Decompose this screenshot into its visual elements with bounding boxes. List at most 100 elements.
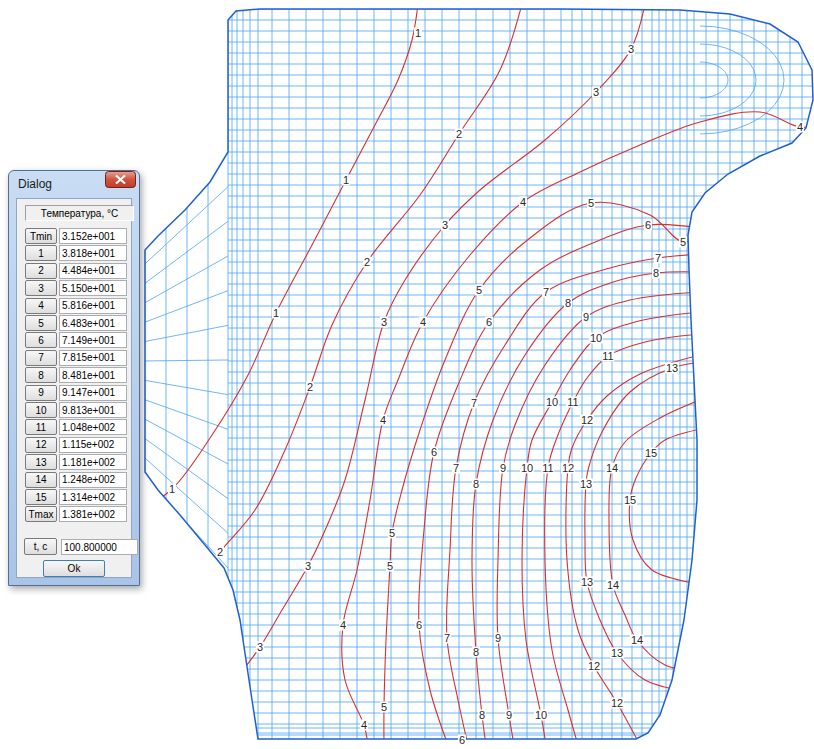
mesh-line <box>659 0 660 749</box>
contour-level-number: 13 <box>580 577 594 588</box>
contour-level-number: 5 <box>386 561 394 572</box>
level-value-field: 7.149e+001 <box>59 332 127 348</box>
level-value-field-text: 9.147e+001 <box>62 387 115 398</box>
contour-level-number: 10 <box>534 710 548 721</box>
mesh-line <box>408 0 409 749</box>
level-value-field-text: 1.314e+002 <box>62 492 115 503</box>
level-button-text: 11 <box>36 422 46 433</box>
time-field-text: 100.800000 <box>64 542 117 553</box>
contour-level-number: 4 <box>339 620 347 631</box>
contour-level-number: 9 <box>505 710 513 721</box>
mesh-line <box>228 251 814 252</box>
mesh-line <box>140 325 228 342</box>
level-button: 10 <box>25 402 57 418</box>
mesh-line <box>140 221 228 287</box>
mesh-line <box>228 163 814 164</box>
mesh-line <box>228 592 814 593</box>
mesh-line <box>228 229 814 230</box>
contour-level-number: 12 <box>610 698 624 709</box>
contour-level-number: 13 <box>610 648 624 659</box>
mesh-line <box>228 438 814 439</box>
level-value-field-text: 3.818e+001 <box>62 248 115 259</box>
contour-level-number: 3 <box>592 87 600 98</box>
level-button: 4 <box>25 298 57 314</box>
mesh-line <box>289 0 290 749</box>
contour-level-number: 7 <box>654 253 662 264</box>
mesh-line <box>228 735 814 736</box>
level-value-field-text: 1.048e+002 <box>62 422 115 433</box>
level-button: 8 <box>25 367 57 383</box>
contour-level-number: 11 <box>541 463 554 474</box>
mesh-line <box>228 262 814 263</box>
mesh-line <box>272 0 273 749</box>
mesh-line <box>228 581 814 582</box>
level-value-field: 1.314e+002 <box>59 489 127 505</box>
mesh-line <box>228 42 814 43</box>
contour-level-number: 8 <box>472 647 480 658</box>
level-value-field: 3.818e+001 <box>59 245 127 261</box>
mesh-line <box>391 0 392 749</box>
mesh-line <box>228 130 814 131</box>
mesh-line <box>561 0 562 749</box>
mesh-line <box>228 108 814 109</box>
mesh-line <box>228 537 814 538</box>
contour-level-number: 3 <box>627 44 635 55</box>
contour-level-number: 8 <box>478 710 486 721</box>
mesh-line <box>572 0 573 749</box>
mesh-line <box>228 185 814 186</box>
contour-level-number: 9 <box>494 633 502 644</box>
level-value-field-text: 1.181e+002 <box>62 457 115 468</box>
mesh-line <box>592 0 593 749</box>
mesh-line <box>228 405 814 406</box>
contour-level-number: 10 <box>589 333 603 344</box>
mesh-line <box>357 0 358 749</box>
mesh-line <box>237 0 238 749</box>
mesh-line <box>228 152 814 153</box>
contour-level-number: 1 <box>168 484 176 495</box>
mesh-line <box>323 0 324 749</box>
mesh-line <box>166 140 167 600</box>
mesh-line <box>228 350 814 351</box>
level-value-field: 5.816e+001 <box>59 298 127 314</box>
mesh-line <box>228 328 814 329</box>
contour-level-number: 4 <box>379 415 387 426</box>
mesh-line <box>228 64 814 65</box>
mesh-line <box>228 31 814 32</box>
contour-level-number: 10 <box>520 463 534 474</box>
mesh-line <box>228 733 814 734</box>
contour-level-number: 15 <box>623 495 637 506</box>
mesh-line <box>544 0 545 749</box>
isotherm <box>609 398 705 672</box>
level-value-field-text: 7.149e+001 <box>62 335 115 346</box>
mesh-line <box>700 26 784 134</box>
contour-level-number: 4 <box>360 720 368 731</box>
mesh-line <box>374 0 375 749</box>
mesh-line <box>140 187 228 269</box>
mesh-line <box>228 515 814 516</box>
contour-level-number: 12 <box>587 661 601 672</box>
level-value-field: 4.484e+001 <box>59 263 127 279</box>
contour-level-number: 13 <box>665 363 679 374</box>
isotherm <box>472 272 700 745</box>
mesh-line <box>790 0 791 749</box>
mesh-line <box>228 284 814 285</box>
isotherm <box>585 362 705 695</box>
level-value-field: 7.815e+001 <box>59 350 127 366</box>
level-button: 2 <box>25 263 57 279</box>
mesh-line <box>250 0 251 749</box>
mesh-line <box>228 526 814 527</box>
contour-level-number: 15 <box>644 448 658 459</box>
mesh-line <box>802 0 803 749</box>
mesh-line <box>706 0 707 749</box>
mesh-line <box>228 548 814 549</box>
contour-level-number: 6 <box>458 735 466 746</box>
mesh-line <box>228 306 814 307</box>
level-value-field-text: 7.815e+001 <box>62 352 115 363</box>
contour-level-number: 5 <box>475 285 483 296</box>
mesh-line <box>228 383 814 384</box>
contour-level-number: 3 <box>256 642 264 653</box>
level-value-field: 6.483e+001 <box>59 315 127 331</box>
quantity-header-text: Температура, °C <box>41 208 118 219</box>
close-button-face <box>106 172 136 188</box>
mesh-line <box>140 152 228 250</box>
